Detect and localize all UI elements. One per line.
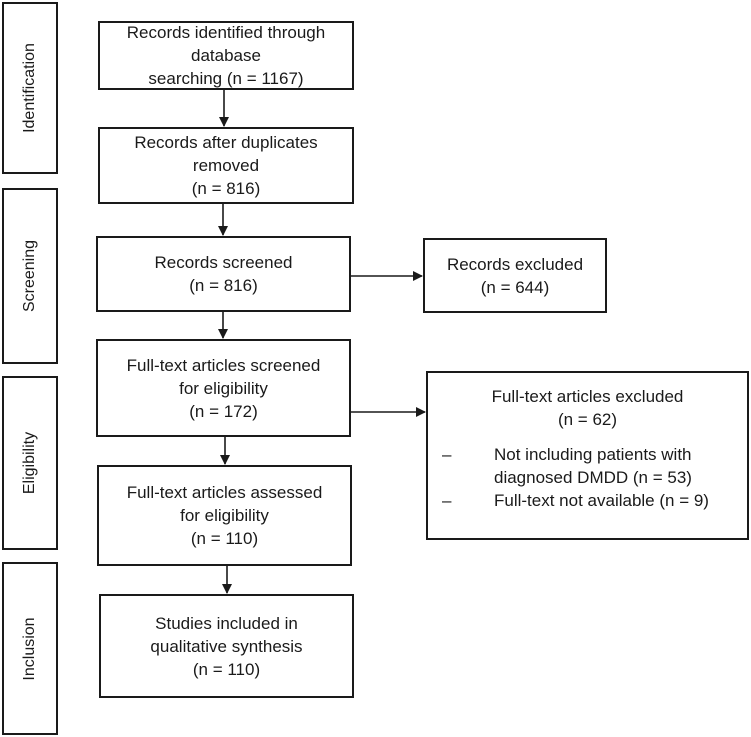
box-records-screened-line-2: (n = 816) xyxy=(189,276,258,295)
phase-identification: Identification xyxy=(2,2,58,174)
box-duplicates-removed-line-1: Records after duplicates removed xyxy=(134,133,318,175)
box-records-excluded-line-1: Records excluded xyxy=(446,254,584,274)
box-fulltext-excluded-count: (n = 62) xyxy=(557,410,618,429)
box-records-excluded: Records excluded (n = 644) xyxy=(423,238,607,313)
box-duplicates-removed: Records after duplicates removed (n = 81… xyxy=(98,127,354,204)
phase-inclusion: Inclusion xyxy=(2,562,58,735)
bullet-dash: – xyxy=(442,491,452,510)
bullet-dash: – xyxy=(442,445,452,464)
box-fulltext-assessed-line-3: (n = 110) xyxy=(190,529,259,548)
phase-eligibility: Eligibility xyxy=(2,376,58,550)
exclusion-reason-2-line-1: Full-text not available (n = 9) xyxy=(494,491,709,510)
exclusion-reason-item: – Full-text not available (n = 9) xyxy=(428,489,747,512)
box-records-excluded-line-2: (n = 644) xyxy=(480,277,550,297)
box-studies-included-line-1: Studies included in xyxy=(155,613,298,633)
exclusion-reason-1-line-1: Not including patients with xyxy=(494,445,692,464)
box-records-identified: Records identified through database sear… xyxy=(98,21,354,90)
box-studies-included-line-3: (n = 110) xyxy=(192,659,261,679)
box-records-identified-line-1: Records identified through database xyxy=(126,23,326,65)
box-fulltext-screened-line-1: Full-text articles screened xyxy=(126,355,321,375)
exclusion-reason-item: – Not including patients with diagnosed … xyxy=(428,443,747,489)
box-fulltext-excluded: Full-text articles excluded (n = 62) – N… xyxy=(426,371,749,540)
box-records-identified-line-2: searching (n = 1167) xyxy=(148,69,304,88)
box-fulltext-screened-line-2: for eligibility xyxy=(179,378,268,398)
box-fulltext-assessed-line-2: for eligibility xyxy=(180,506,269,525)
box-fulltext-assessed-line-1: Full-text articles assessed xyxy=(126,483,323,502)
box-studies-included: Studies included in qualitative synthesi… xyxy=(99,594,354,698)
box-records-screened-line-1: Records screened xyxy=(154,253,293,272)
box-fulltext-excluded-title: Full-text articles excluded xyxy=(491,387,684,406)
exclusion-reasons-list: – Not including patients with diagnosed … xyxy=(428,443,747,512)
box-fulltext-screened: Full-text articles screened for eligibil… xyxy=(96,339,351,437)
box-fulltext-screened-line-3: (n = 172) xyxy=(189,401,258,421)
box-duplicates-removed-line-2: (n = 816) xyxy=(191,179,261,198)
exclusion-reason-1-line-2: diagnosed DMDD (n = 53) xyxy=(494,468,692,487)
box-studies-included-line-2: qualitative synthesis xyxy=(150,636,303,656)
box-fulltext-assessed: Full-text articles assessed for eligibil… xyxy=(97,465,352,566)
phase-screening: Screening xyxy=(2,188,58,364)
box-records-screened: Records screened (n = 816) xyxy=(96,236,351,312)
